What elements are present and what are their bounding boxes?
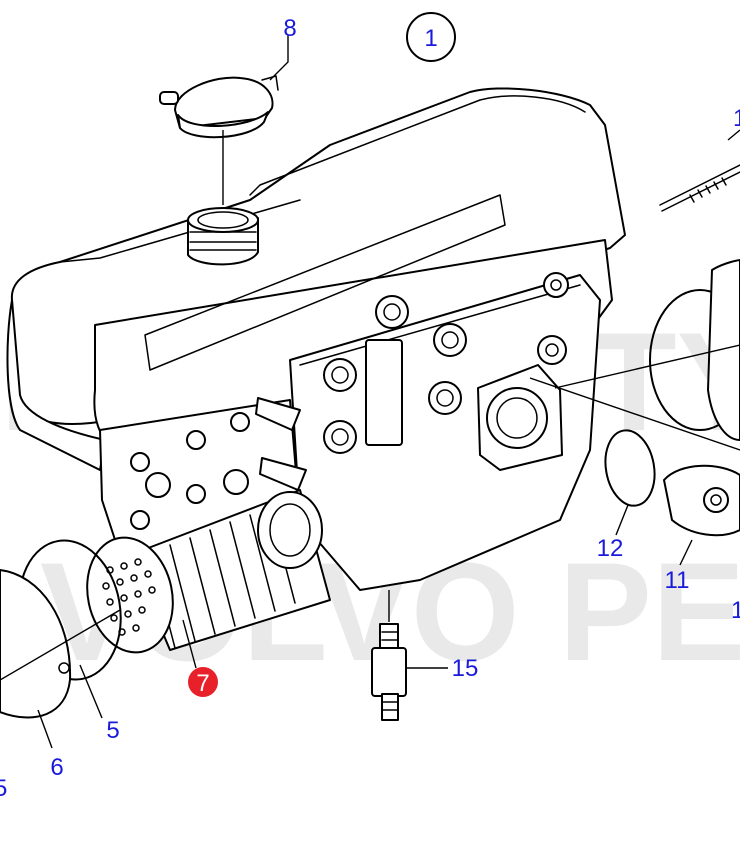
callout-leaders <box>37 35 740 749</box>
callout-label-7[interactable]: 7 <box>196 670 209 697</box>
cover-right <box>707 259 740 441</box>
axis-line-cooler <box>0 609 121 681</box>
long-stud <box>659 164 740 212</box>
axis-line-thermostat <box>529 377 740 451</box>
callout-label-13[interactable]: 1 <box>733 105 740 132</box>
callout-highlight-7 <box>188 667 218 697</box>
callout-label-14[interactable]: 1 <box>731 597 740 624</box>
callout-label-15[interactable]: 15 <box>452 655 479 682</box>
callout-label-6[interactable]: 6 <box>50 754 63 781</box>
callout-label-12[interactable]: 12 <box>597 535 624 562</box>
oil-cooler-element <box>86 489 331 654</box>
o-ring-12 <box>604 429 656 507</box>
axis-line-upper <box>554 344 740 389</box>
mounting-bosses <box>323 272 569 454</box>
callout-label-16[interactable]: 5 <box>0 775 7 802</box>
callout-label-1[interactable]: 1 <box>424 25 437 52</box>
end-cover-6 <box>0 569 72 719</box>
callout-label-5[interactable]: 5 <box>106 717 119 744</box>
thermostat-housing <box>477 364 563 471</box>
filler-cap <box>159 75 279 139</box>
filler-neck <box>187 207 259 266</box>
callout-label-8[interactable]: 8 <box>283 15 296 42</box>
callout-label-11[interactable]: 11 <box>665 567 690 594</box>
callout-circle-1 <box>406 12 456 62</box>
thermostat-11 <box>663 464 740 537</box>
o-ring-right <box>649 289 740 431</box>
drain-plug <box>371 590 407 721</box>
